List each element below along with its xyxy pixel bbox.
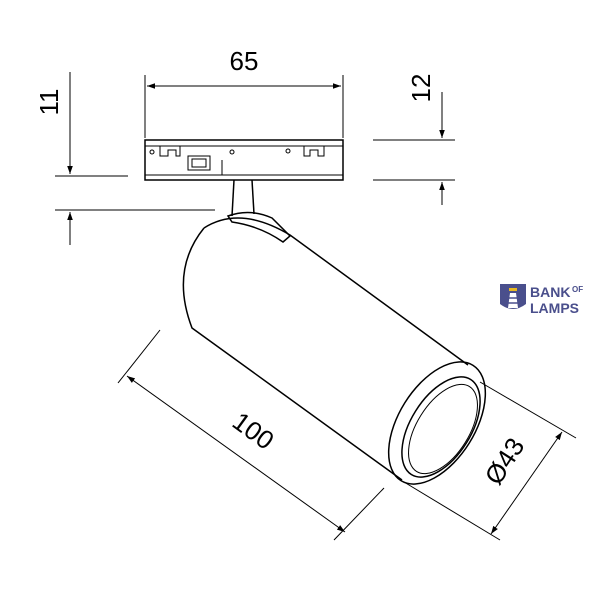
- track-adapter: [144, 139, 344, 181]
- spotlight-cylinder: [182, 211, 487, 485]
- logo-of: OF: [572, 285, 583, 294]
- dim-stem: 11: [34, 72, 215, 245]
- logo-line1: BANK: [530, 284, 570, 300]
- dim-width: 65: [144, 46, 344, 138]
- dim-width-label: 65: [230, 46, 259, 76]
- dim-stem-label: 11: [34, 89, 64, 116]
- logo-line2: LAMPS: [530, 300, 579, 316]
- bank-of-lamps-logo: BANK OF LAMPS: [500, 284, 583, 316]
- dim-diameter-label: Ø43: [478, 432, 530, 490]
- dim-length-label: 100: [227, 406, 280, 456]
- dim-height: 12: [373, 74, 455, 205]
- dim-length: 100: [117, 329, 385, 541]
- dim-diameter: Ø43: [403, 381, 577, 541]
- dim-height-label: 12: [406, 74, 436, 103]
- lighthouse-icon: [500, 284, 526, 309]
- stem: [231, 179, 255, 217]
